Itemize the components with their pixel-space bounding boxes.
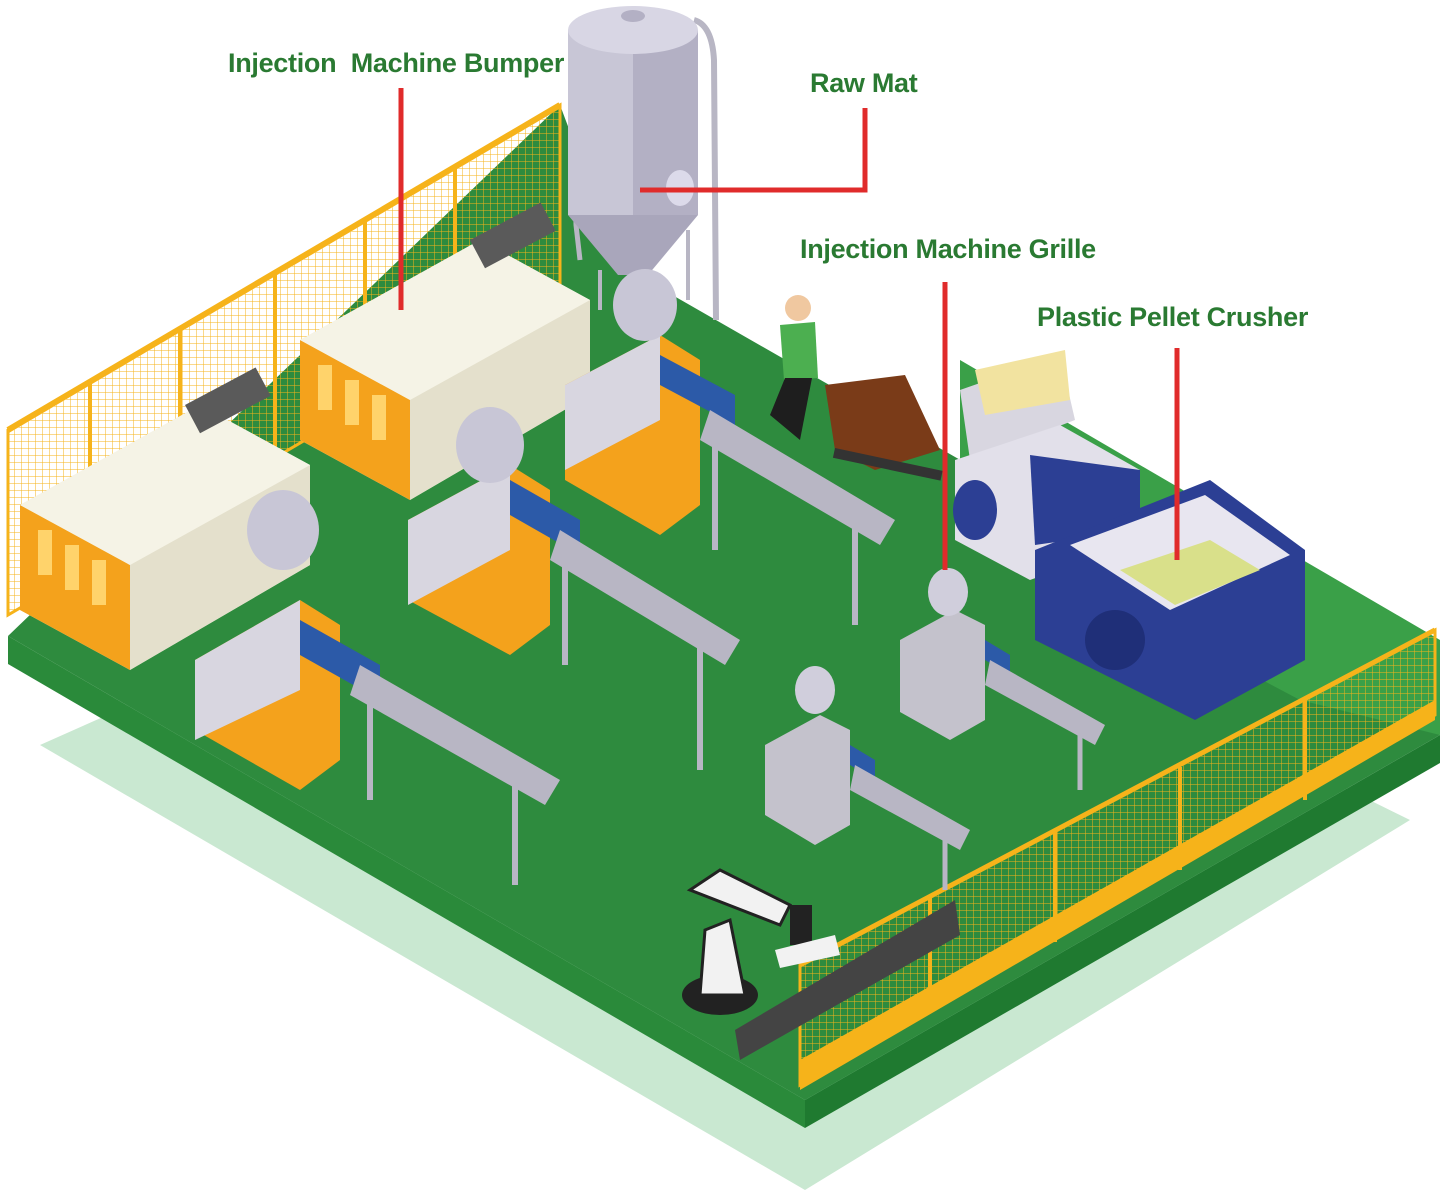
injection-machine	[565, 269, 895, 625]
label-raw-mat: Raw Mat	[810, 68, 918, 98]
robot-arm	[682, 868, 840, 1015]
label-injection-machine-bumper: Injection Machine Bumper	[228, 48, 565, 78]
worker-with-cart	[770, 295, 943, 481]
fence-rail	[6, 102, 562, 433]
injection-machine	[195, 490, 560, 885]
conveyor	[735, 900, 960, 1060]
fence-rail	[798, 627, 1437, 968]
raw-material-silo	[568, 6, 719, 321]
injection-machine-bumper-booth	[20, 367, 310, 670]
injection-machine-grille	[900, 568, 1105, 790]
leader-line-raw-mat	[640, 108, 868, 193]
floor-edge-right	[805, 735, 1440, 1128]
fence-base	[800, 700, 1435, 1090]
label-injection-machine-grille: Injection Machine Grille	[800, 234, 1096, 264]
label-plastic-pellet-crusher: Plastic Pellet Crusher	[1037, 302, 1309, 332]
injection-machine-grille	[765, 666, 970, 890]
injection-machine	[408, 407, 740, 770]
floor-edge-left	[8, 636, 805, 1128]
leader-lines	[398, 88, 1180, 570]
plastic-pellet-crusher	[953, 350, 1305, 720]
